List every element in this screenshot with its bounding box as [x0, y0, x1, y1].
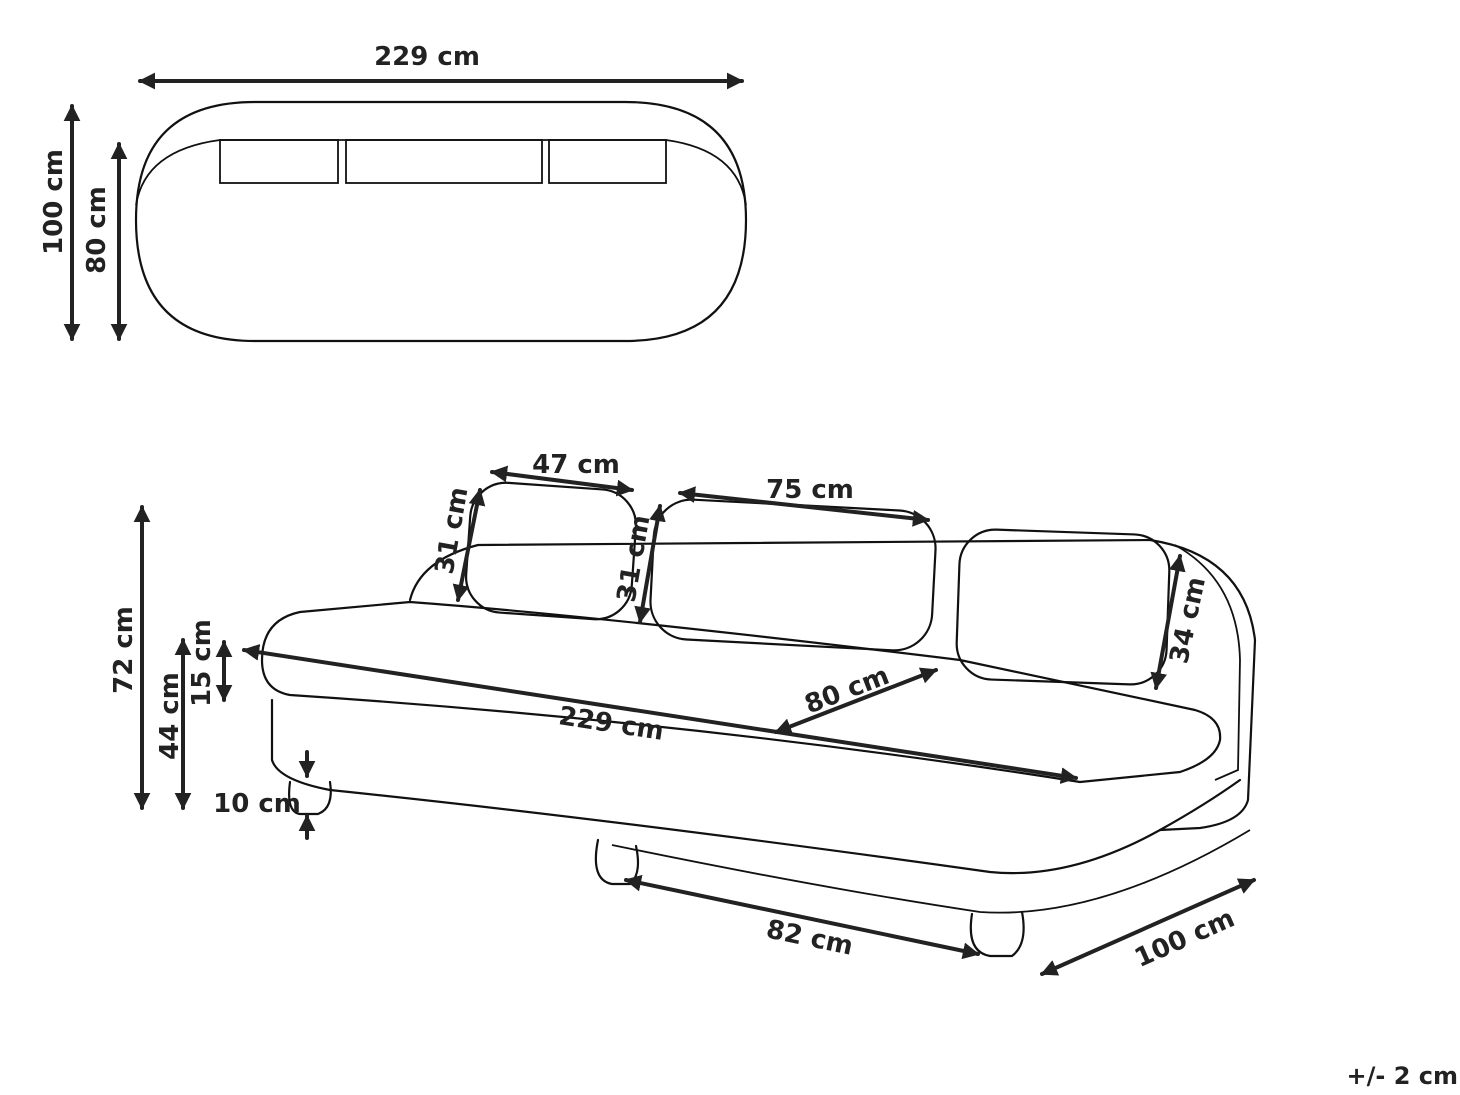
front-view: 47 cm 31 cm 75 cm 31 cm 34 cm 72 cm 44 c… [109, 450, 1257, 976]
top-seat-depth-label: 80 cm [82, 186, 112, 274]
cushion-left [464, 481, 638, 621]
cushion-left-height-arrow [452, 488, 486, 602]
top-view-inner-curve-left [135, 139, 221, 206]
tolerance-label: +/- 2 cm [1347, 1062, 1458, 1090]
cushion-right [955, 528, 1171, 686]
cushion-left-width-label: 47 cm [532, 450, 620, 480]
cushion-right-height-label: 34 cm [1164, 574, 1212, 666]
leg-span-label: 82 cm [764, 915, 856, 962]
sofa-base [270, 698, 1242, 875]
top-view: 229 cm 100 cm 80 cm [39, 42, 748, 343]
seat-height-label: 44 cm [155, 672, 185, 760]
top-depth-label: 100 cm [39, 149, 69, 255]
top-view-inner-curve-right [665, 139, 747, 206]
total-height-label: 72 cm [109, 606, 139, 694]
seat-cushion-label: 15 cm [187, 619, 217, 707]
depth-label: 100 cm [1130, 903, 1239, 973]
leg-front-right [969, 910, 1025, 958]
seat-depth-arrow [774, 667, 938, 735]
leg-height-label: 10 cm [213, 789, 301, 819]
cushion-right-height-arrow [1150, 554, 1186, 690]
depth-arrow [1040, 878, 1256, 976]
leg-back-left [594, 838, 640, 886]
top-view-cushion-right [548, 139, 667, 184]
top-view-cushion-middle [345, 139, 543, 184]
top-view-cushion-left [219, 139, 339, 184]
seat-width-arrow [242, 643, 1078, 785]
cushion-middle-width-label: 75 cm [766, 475, 854, 505]
seat-depth-label: 80 cm [801, 661, 894, 720]
sofa-base-bottom [611, 829, 1251, 914]
top-view-outline [134, 100, 748, 343]
leg-span-arrow [624, 874, 980, 960]
top-width-label: 229 cm [374, 42, 480, 72]
right-arm-inner [1174, 544, 1241, 781]
seat-cushion [260, 600, 1222, 784]
backrest-outline [408, 538, 1257, 832]
cushion-middle-height-arrow [634, 504, 666, 624]
seat-width-label: 229 cm [557, 701, 666, 747]
leg-front-left [288, 780, 332, 816]
cushion-middle-width-arrow [678, 486, 930, 527]
cushion-left-width-arrow [490, 465, 634, 497]
